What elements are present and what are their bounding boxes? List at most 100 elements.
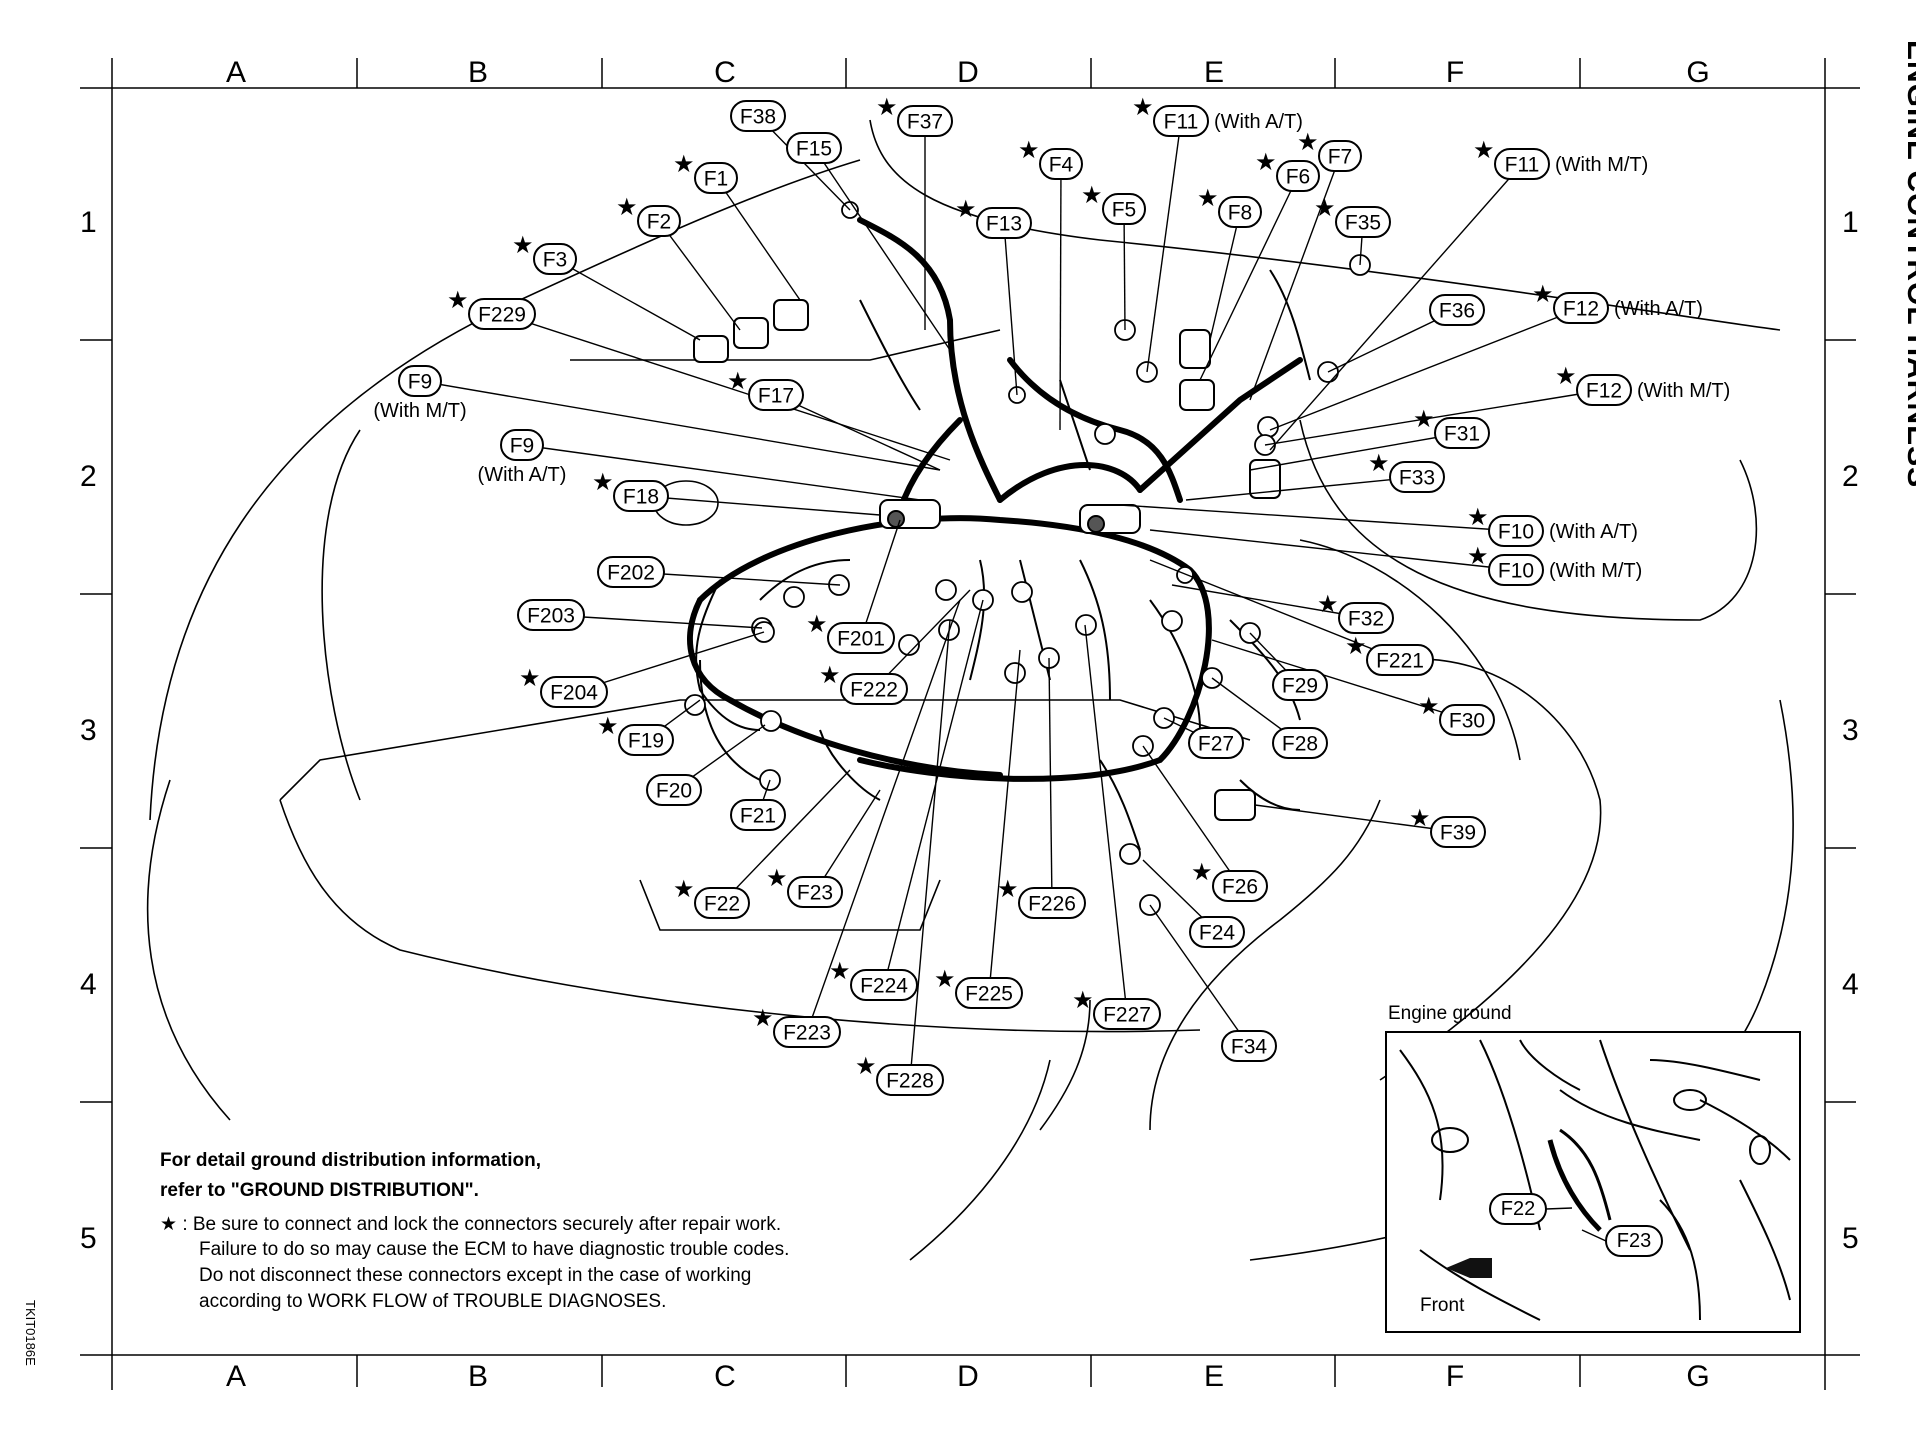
connector-callout-f20: F20 (646, 774, 702, 806)
leader-f204 (573, 631, 765, 693)
callout-badge (1039, 148, 1083, 180)
connector-callout-f10mt: F10★(With M/T) (1467, 542, 1642, 586)
front-panel-bottom (279, 799, 1201, 1033)
callout-label: F9 (408, 371, 433, 394)
document-id: TKIT0186E (23, 1300, 38, 1366)
callout-badge (613, 480, 669, 512)
grid-row-5-left: 5 (80, 1222, 97, 1255)
connector-callout-f36: F36 (1429, 294, 1485, 326)
callout-badge (827, 622, 895, 654)
callout-note: (With A/T) (1614, 298, 1703, 320)
connector-callout-f28: F28 (1272, 727, 1328, 759)
star-icon: ★ (1314, 194, 1336, 222)
callout-label: F37 (907, 111, 943, 134)
callout-badge (1188, 727, 1244, 759)
callout-badge (730, 799, 786, 831)
star-icon: ★ (1297, 128, 1319, 156)
callout-badge (1153, 105, 1209, 137)
star-icon: ★ (160, 1213, 178, 1235)
callout-badge (533, 243, 577, 275)
callout-badge (840, 673, 908, 705)
connector-callout-f12mt: F12★(With M/T) (1555, 362, 1730, 406)
callout-note: (With A/T) (1549, 521, 1638, 543)
connector-callout-f19: F19★ (597, 712, 674, 756)
leader-f9at (521, 444, 921, 501)
bumper-left-outline (146, 779, 231, 1121)
star-icon: ★ (1317, 590, 1339, 618)
star-icon: ★ (1467, 542, 1489, 570)
leader-f18 (640, 495, 881, 516)
connector-callout-f23: F23★ (766, 864, 843, 908)
leader-f229 (501, 313, 951, 461)
callout-label: F31 (1444, 423, 1480, 446)
connector-callout-f15: F15 (786, 132, 842, 164)
callout-badge (1218, 196, 1262, 228)
star-icon: ★ (806, 610, 828, 638)
leader-f4 (1059, 163, 1062, 431)
leader-f223 (806, 599, 961, 1033)
grid-column-e-top: E (1203, 56, 1225, 89)
leader-f8 (1209, 211, 1241, 341)
fender-right-outline (1379, 658, 1602, 1081)
leader-f6 (1199, 175, 1299, 381)
leader-f5 (1123, 208, 1126, 331)
connector-callout-f225: F225★ (934, 965, 1023, 1009)
connector-callout-f11at: F11★(With A/T) (1132, 93, 1303, 137)
callout-label: F5 (1112, 199, 1137, 222)
callout-label: F9 (510, 435, 535, 458)
callout-badge (1488, 554, 1544, 586)
callout-label: F35 (1345, 212, 1381, 235)
leader-f2 (658, 220, 741, 331)
callout-label: F15 (796, 138, 832, 161)
callout-label: F229 (478, 304, 526, 327)
callout-label: F2 (647, 211, 672, 234)
callout-badge (500, 429, 544, 461)
leader-f221 (1149, 559, 1401, 661)
connector-callout-f228: F228★ (855, 1052, 944, 1096)
callout-label: F27 (1198, 733, 1234, 756)
callout-badge (1430, 816, 1486, 848)
callout-badge (1366, 644, 1434, 676)
callout-label: F222 (850, 679, 898, 702)
callout-label: F12 (1563, 298, 1599, 321)
callout-label: F36 (1439, 300, 1475, 323)
grid-row-3-right: 3 (1842, 714, 1859, 747)
callout-badge (897, 105, 953, 137)
column-ticks (356, 58, 1581, 1387)
grid-column-a-bottom: A (225, 1360, 247, 1393)
callout-badge (748, 379, 804, 411)
connector-callout-f12at: F12★(With A/T) (1532, 280, 1703, 324)
callout-label: F221 (1376, 650, 1424, 673)
leader-f31 (1249, 432, 1463, 471)
harness-right-run (1137, 357, 1303, 493)
callout-badge (398, 365, 442, 397)
callout-label: F225 (965, 983, 1013, 1006)
grid-column-a-top: A (225, 56, 247, 89)
callout-label: F20 (656, 780, 692, 803)
connector-callout-f222: F222★ (819, 661, 908, 705)
callout-badge (1439, 704, 1495, 736)
callout-label: F224 (860, 975, 908, 998)
connector-callout-f24: F24 (1189, 916, 1245, 948)
leader-f11at (1146, 120, 1182, 373)
callout-note: (With A/T) (1214, 111, 1303, 133)
star-note-line1: ★ : Be sure to connect and lock the conn… (160, 1211, 781, 1238)
wheel-arch-left (321, 429, 361, 801)
callout-badge (1018, 887, 1086, 919)
star-icon: ★ (1132, 93, 1154, 121)
callout-badge (876, 1064, 944, 1096)
row-ticks (80, 339, 1856, 1103)
callout-label: F38 (740, 106, 776, 129)
star-icon: ★ (829, 957, 851, 985)
callout-label: F204 (550, 682, 598, 705)
star-icon: ★ (1409, 804, 1431, 832)
leader-f9mt (419, 380, 941, 471)
grid-row-3-left: 3 (80, 714, 97, 747)
connector-callout-f9at: F9(With A/T) (478, 429, 566, 486)
connector-callout-f202: F202 (597, 556, 665, 588)
callout-badge (1434, 417, 1490, 449)
star-note-line2: Failure to do so may cause the ECM to ha… (199, 1239, 790, 1260)
inset-title: Engine ground (1388, 1003, 1512, 1024)
harness-upper-run (857, 217, 1003, 503)
